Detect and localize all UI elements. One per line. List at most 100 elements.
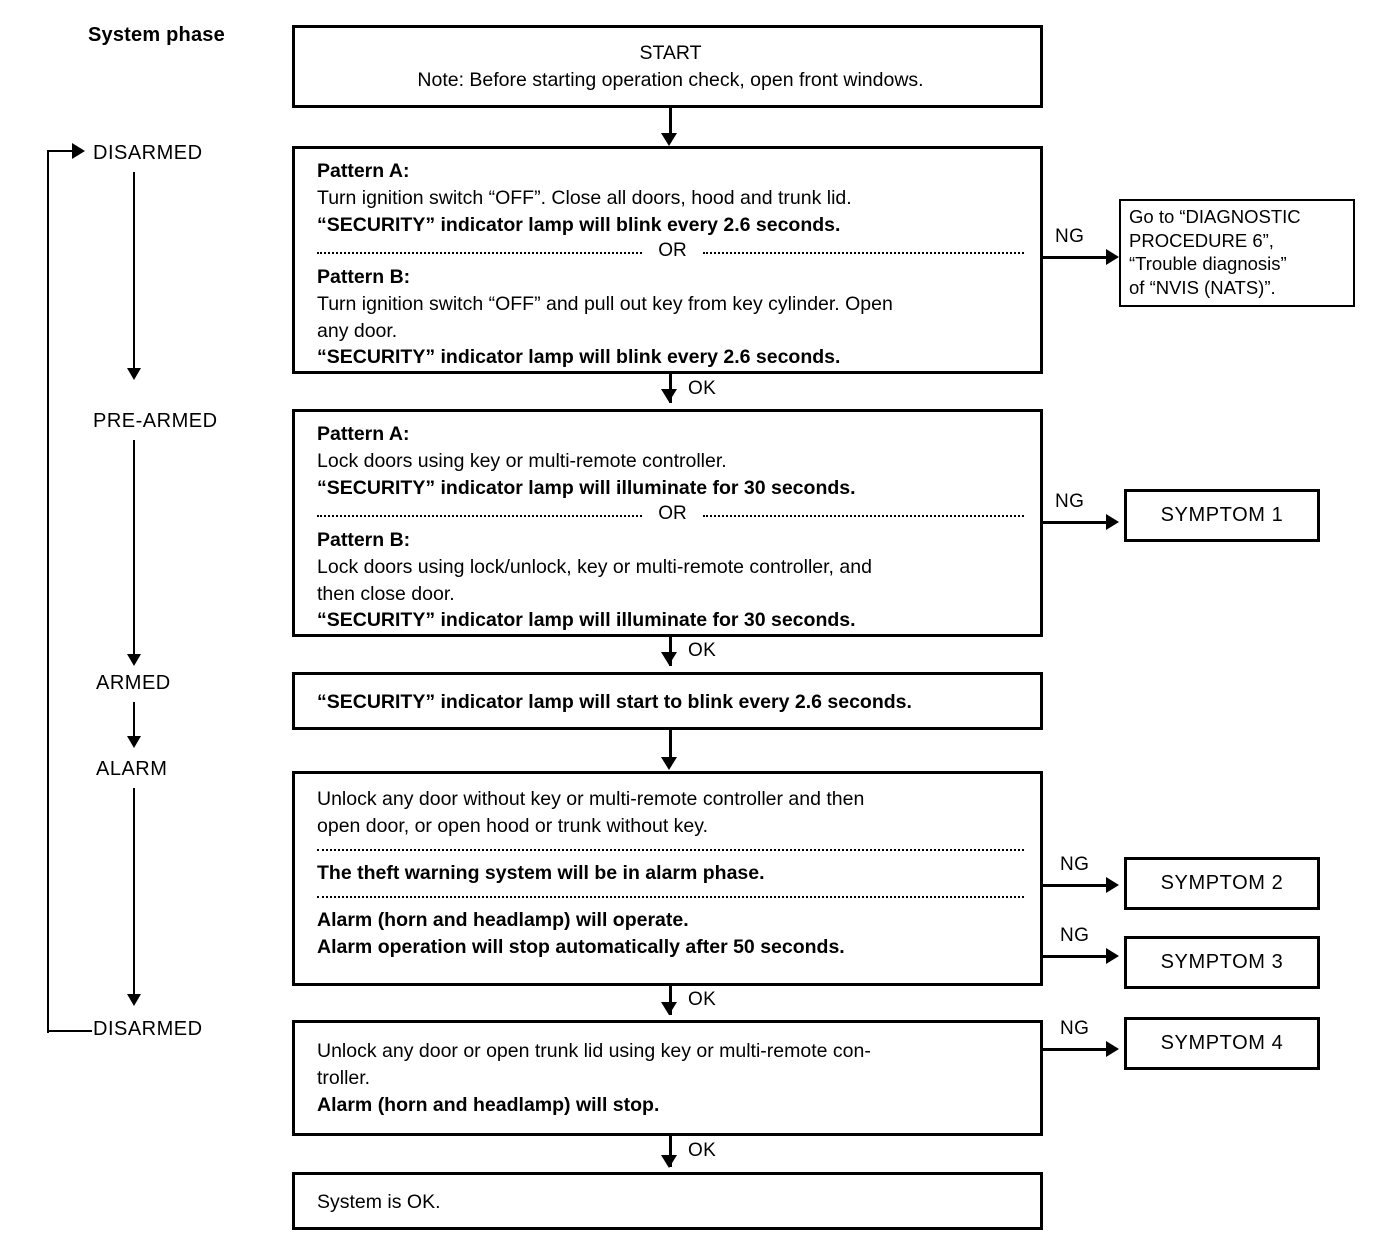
- sidebar-title: System phase: [88, 24, 225, 46]
- start-title: START: [639, 42, 702, 64]
- phase-arrow-prearmed-to-armed-line: [133, 440, 135, 658]
- system-ok-line1: System is OK.: [317, 1191, 441, 1213]
- alarm-check-line2: open door, or open hood or trunk without…: [317, 814, 708, 837]
- connector-armed-to-alarm-arrowhead-icon: [661, 757, 677, 770]
- disarmed-pattern-b-line2: any door.: [317, 319, 398, 342]
- outcome-box-nvis-reference: Go to “DIAGNOSTIC PROCEDURE 6”, “Trouble…: [1119, 199, 1355, 307]
- step-box-prearmed-check: Pattern A: Lock doors using key or multi…: [292, 409, 1043, 637]
- phase-label-disarmed-top: DISARMED: [93, 142, 203, 164]
- branch-prearmed-ng-line: [1043, 521, 1109, 524]
- connector-disarm-to-systemok-label: OK: [688, 1140, 717, 1161]
- feedback-loop-bottom-segment: [47, 1030, 92, 1032]
- branch-alarm-ng-2-label: NG: [1060, 854, 1090, 875]
- branch-alarm-ng-3-arrowhead-icon: [1106, 948, 1119, 964]
- or-separator-dots-left: [317, 514, 643, 517]
- step-box-system-ok: System is OK.: [292, 1172, 1043, 1230]
- branch-disarmed-ng-line: [1043, 256, 1109, 259]
- step-box-armed-check: “SECURITY” indicator lamp will start to …: [292, 672, 1043, 730]
- phase-arrow-prearmed-to-armed-head-icon: [127, 654, 141, 666]
- branch-alarm-ng-2-arrowhead-icon: [1106, 877, 1119, 893]
- connector-alarm-to-disarm-label: OK: [688, 989, 717, 1010]
- connector-armed-to-alarm-line: [669, 730, 672, 763]
- disarm-check-line3: Alarm (horn and headlamp) will stop.: [317, 1093, 660, 1116]
- disarm-check-line2: troller.: [317, 1066, 371, 1089]
- phase-arrow-armed-to-alarm-line: [133, 702, 135, 740]
- branch-disarm-ng-label: NG: [1060, 1018, 1090, 1039]
- prearmed-pattern-a-line2: “SECURITY” indicator lamp will illuminat…: [317, 476, 856, 499]
- branch-disarmed-ng-label: NG: [1055, 226, 1085, 247]
- branch-prearmed-ng-label: NG: [1055, 491, 1085, 512]
- feedback-loop-left-segment: [47, 150, 49, 1033]
- or-separator-dots-right: [702, 514, 1024, 517]
- connector-disarm-to-systemok-line: [669, 1136, 672, 1167]
- symptom-1-label: SYMPTOM 1: [1160, 504, 1284, 526]
- connector-disarmed-to-prearmed-label: OK: [688, 378, 717, 399]
- disarmed-pattern-a-line1: Turn ignition switch “OFF”. Close all do…: [317, 186, 852, 209]
- phase-label-alarm: ALARM: [96, 758, 168, 780]
- phase-label-disarmed-bottom: DISARMED: [93, 1018, 203, 1040]
- alarm-check-line4: Alarm (horn and headlamp) will operate.: [317, 908, 689, 931]
- outcome-box-symptom-1: SYMPTOM 1: [1124, 489, 1320, 542]
- disarmed-pattern-b-line1: Turn ignition switch “OFF” and pull out …: [317, 292, 893, 315]
- connector-alarm-to-disarm-line: [669, 986, 672, 1015]
- or-separator-dots-left: [317, 251, 643, 254]
- phase-label-pre-armed: PRE-ARMED: [93, 410, 218, 432]
- alarm-check-line5: Alarm operation will stop automatically …: [317, 935, 845, 958]
- prearmed-pattern-a-heading: Pattern A:: [317, 423, 410, 445]
- connector-alarm-to-disarm-arrowhead-icon: [661, 1002, 677, 1015]
- branch-alarm-ng-3-line: [1043, 955, 1109, 958]
- outcome-box-symptom-4: SYMPTOM 4: [1124, 1017, 1320, 1070]
- armed-check-line1: “SECURITY” indicator lamp will start to …: [317, 691, 912, 713]
- phase-arrow-armed-to-alarm-head-icon: [127, 736, 141, 748]
- start-note: Note: Before starting operation check, o…: [417, 68, 924, 91]
- alarm-separator-lower: [317, 895, 1024, 898]
- connector-prearmed-to-armed-label: OK: [688, 640, 717, 661]
- phase-arrow-alarm-to-disarmed-head-icon: [127, 994, 141, 1006]
- phase-arrow-alarm-to-disarmed-line: [133, 788, 135, 998]
- disarmed-or-separator: OR: [317, 240, 1024, 262]
- prearmed-pattern-b-line3: “SECURITY” indicator lamp will illuminat…: [317, 609, 856, 632]
- prearmed-pattern-a-line1: Lock doors using key or multi-remote con…: [317, 449, 727, 472]
- disarmed-pattern-b-line3: “SECURITY” indicator lamp will blink eve…: [317, 346, 841, 369]
- prearmed-or-separator: OR: [317, 503, 1024, 525]
- prearmed-pattern-b-line1: Lock doors using lock/unlock, key or mul…: [317, 555, 872, 578]
- alarm-check-line3: The theft warning system will be in alar…: [317, 861, 765, 884]
- branch-prearmed-ng-arrowhead-icon: [1106, 514, 1119, 530]
- nvis-ref-line4: of “NVIS (NATS)”.: [1129, 277, 1276, 299]
- connector-prearmed-to-armed-line: [669, 637, 672, 666]
- symptom-3-label: SYMPTOM 3: [1160, 951, 1284, 973]
- nvis-ref-line1: Go to “DIAGNOSTIC: [1129, 206, 1301, 227]
- symptom-2-label: SYMPTOM 2: [1160, 872, 1284, 894]
- alarm-separator-upper: [317, 848, 1024, 851]
- step-box-disarmed-check: Pattern A: Turn ignition switch “OFF”. C…: [292, 146, 1043, 374]
- phase-arrow-disarmed-to-prearmed-line: [133, 172, 135, 372]
- connector-prearmed-to-armed-arrowhead-icon: [661, 652, 677, 665]
- disarmed-pattern-a-line2: “SECURITY” indicator lamp will blink eve…: [317, 213, 841, 236]
- phase-arrow-disarmed-to-prearmed-head-icon: [127, 368, 141, 380]
- branch-alarm-ng-2-line: [1043, 884, 1109, 887]
- connector-start-to-disarmed-line: [669, 108, 672, 137]
- step-box-alarm-check: Unlock any door without key or multi-rem…: [292, 771, 1043, 986]
- disarmed-pattern-a-heading: Pattern A:: [317, 160, 410, 182]
- or-separator-label: OR: [658, 503, 687, 525]
- nvis-ref-line2: PROCEDURE 6”,: [1129, 229, 1274, 251]
- disarm-check-line1: Unlock any door or open trunk lid using …: [317, 1040, 871, 1062]
- step-box-start: START Note: Before starting operation ch…: [292, 25, 1043, 108]
- step-box-disarm-check: Unlock any door or open trunk lid using …: [292, 1020, 1043, 1136]
- branch-disarm-ng-line: [1043, 1048, 1109, 1051]
- feedback-loop-arrowhead-icon: [72, 143, 85, 159]
- branch-disarmed-ng-arrowhead-icon: [1106, 249, 1119, 265]
- connector-start-to-disarmed-arrowhead-icon: [661, 133, 677, 146]
- or-separator-dots-right: [702, 251, 1024, 254]
- prearmed-pattern-b-heading: Pattern B:: [317, 528, 411, 551]
- alarm-check-line1: Unlock any door without key or multi-rem…: [317, 788, 865, 810]
- phase-label-armed: ARMED: [96, 672, 171, 694]
- connector-disarmed-to-prearmed-line: [669, 374, 672, 403]
- branch-alarm-ng-3-label: NG: [1060, 925, 1090, 946]
- outcome-box-symptom-2: SYMPTOM 2: [1124, 857, 1320, 910]
- or-separator-label: OR: [658, 240, 687, 262]
- disarmed-pattern-b-heading: Pattern B:: [317, 265, 411, 288]
- outcome-box-symptom-3: SYMPTOM 3: [1124, 936, 1320, 989]
- feedback-loop-top-segment: [47, 150, 75, 152]
